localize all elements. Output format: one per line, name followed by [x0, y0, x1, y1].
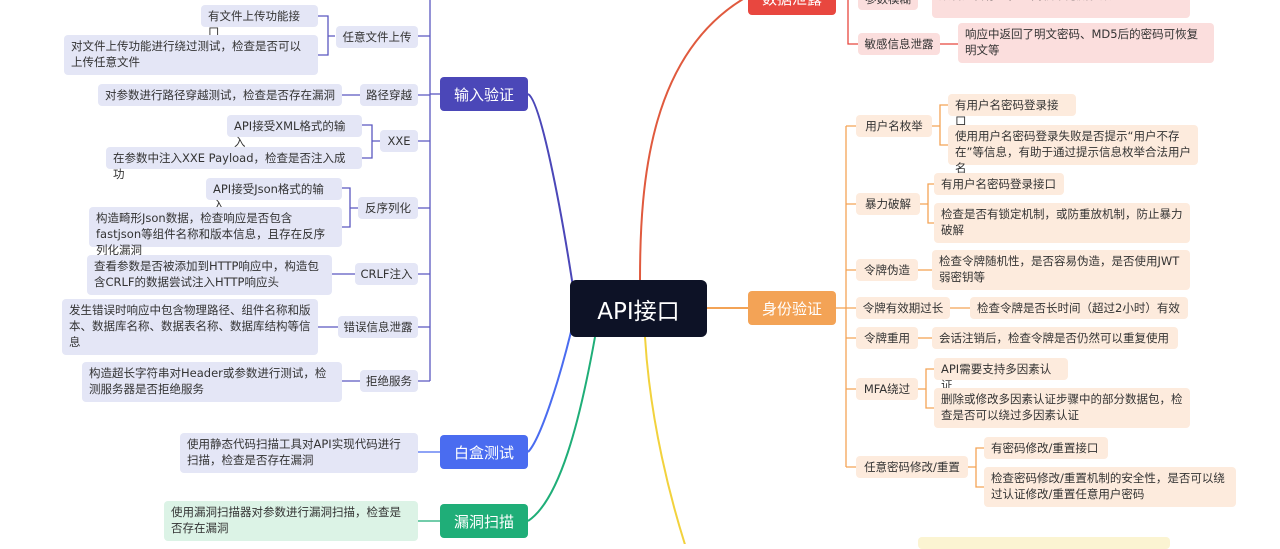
leaf-user-enum-1[interactable]: 有用户名密码登录接口	[948, 94, 1076, 128]
yellow-branch-node-peek	[918, 537, 1170, 549]
leaf-brute-1[interactable]: 有用户名密码登录接口	[934, 173, 1064, 195]
branch-vuln-scan[interactable]: 漏洞扫描	[440, 504, 528, 538]
branch-auth[interactable]: 身份验证	[748, 291, 836, 325]
leaf-errinfo-1[interactable]: 发生错误时响应中包含物理路径、组件名称和版本、数据库名称、数据表名称、数据库结构…	[62, 299, 318, 355]
leaf-sensitive-leak[interactable]: 响应中返回了明文密码、MD5后的密码可恢复明文等	[958, 23, 1214, 63]
leaf-mfa-1[interactable]: API需要支持多因素认证	[934, 358, 1068, 392]
sub-path[interactable]: 路径穿越	[360, 84, 418, 106]
leaf-whitebox[interactable]: 使用静态代码扫描工具对API实现代码进行扫描，检查是否存在漏洞	[180, 433, 418, 473]
sub-token-expire[interactable]: 令牌有效期过长	[856, 297, 950, 319]
sub-brute-force[interactable]: 暴力破解	[856, 193, 920, 215]
leaf-crlf-1[interactable]: 查看参数是否被添加到HTTP响应中，构造包含CRLF的数据尝试注入HTTP响应头	[87, 255, 332, 295]
sub-password-reset[interactable]: 任意密码修改/重置	[856, 456, 968, 478]
root-node[interactable]: API接口	[570, 280, 707, 337]
leaf-pwd-1[interactable]: 有密码修改/重置接口	[984, 437, 1108, 459]
leaf-param-fuzz[interactable]: 数名是否存在，从而枚举隐藏参数	[932, 0, 1190, 18]
leaf-xxe-2[interactable]: 在参数中注入XXE Payload，检查是否注入成功	[106, 147, 362, 181]
leaf-brute-2[interactable]: 检查是否有锁定机制，或防重放机制，防止暴力破解	[934, 203, 1190, 243]
leaf-path-1[interactable]: 对参数进行路径穿越测试，检查是否存在漏洞	[98, 84, 342, 106]
leaf-xxe-1[interactable]: API接受XML格式的输入	[227, 115, 362, 149]
sub-deser[interactable]: 反序列化	[358, 197, 418, 219]
branch-input-validation[interactable]: 输入验证	[440, 77, 528, 111]
sub-mfa-bypass[interactable]: MFA绕过	[856, 378, 918, 400]
leaf-upload-2[interactable]: 对文件上传功能进行绕过测试，检查是否可以上传任意文件	[64, 35, 318, 75]
sub-crlf[interactable]: CRLF注入	[355, 263, 418, 285]
sub-upload[interactable]: 任意文件上传	[336, 26, 418, 48]
branch-data-leak[interactable]: 数据泄露	[748, 0, 836, 15]
leaf-deser-2[interactable]: 构造畸形Json数据，检查响应是否包含fastjson等组件名称和版本信息，且存…	[89, 207, 342, 257]
leaf-mfa-2[interactable]: 删除或修改多因素认证步骤中的部分数据包，检查是否可以绕过多因素认证	[934, 388, 1190, 428]
leaf-dos-1[interactable]: 构造超长字符串对Header或参数进行测试，检测服务器是否拒绝服务	[82, 362, 342, 402]
leaf-vuln-scan[interactable]: 使用漏洞扫描器对参数进行漏洞扫描，检查是否存在漏洞	[164, 501, 418, 541]
sub-errinfo[interactable]: 错误信息泄露	[338, 316, 418, 338]
leaf-pwd-2[interactable]: 检查密码修改/重置机制的安全性，是否可以绕过认证修改/重置任意用户密码	[984, 467, 1236, 507]
leaf-token-expire[interactable]: 检查令牌是否长时间（超过2小时）有效	[970, 297, 1188, 319]
sub-user-enum[interactable]: 用户名枚举	[856, 115, 932, 137]
branch-whitebox[interactable]: 白盒测试	[440, 435, 528, 469]
leaf-token-forge[interactable]: 检查令牌随机性，是否容易伪造，是否使用JWT弱密钥等	[932, 250, 1190, 290]
leaf-token-reuse[interactable]: 会话注销后，检查令牌是否仍然可以重复使用	[932, 327, 1178, 349]
sub-dos[interactable]: 拒绝服务	[360, 370, 418, 392]
sub-xxe[interactable]: XXE	[380, 130, 418, 152]
sub-token-forge[interactable]: 令牌伪造	[856, 259, 918, 281]
leaf-upload-1[interactable]: 有文件上传功能接口	[201, 5, 318, 39]
sub-token-reuse[interactable]: 令牌重用	[856, 327, 918, 349]
sub-sensitive-leak[interactable]: 敏感信息泄露	[858, 33, 940, 55]
leaf-user-enum-2[interactable]: 使用用户名密码登录失败是否提示“用户不存在”等信息，有助于通过提示信息枚举合法用…	[948, 125, 1198, 175]
sub-param-fuzz[interactable]: 参数模糊	[858, 0, 918, 10]
leaf-deser-1[interactable]: API接受Json格式的输入	[206, 178, 342, 212]
